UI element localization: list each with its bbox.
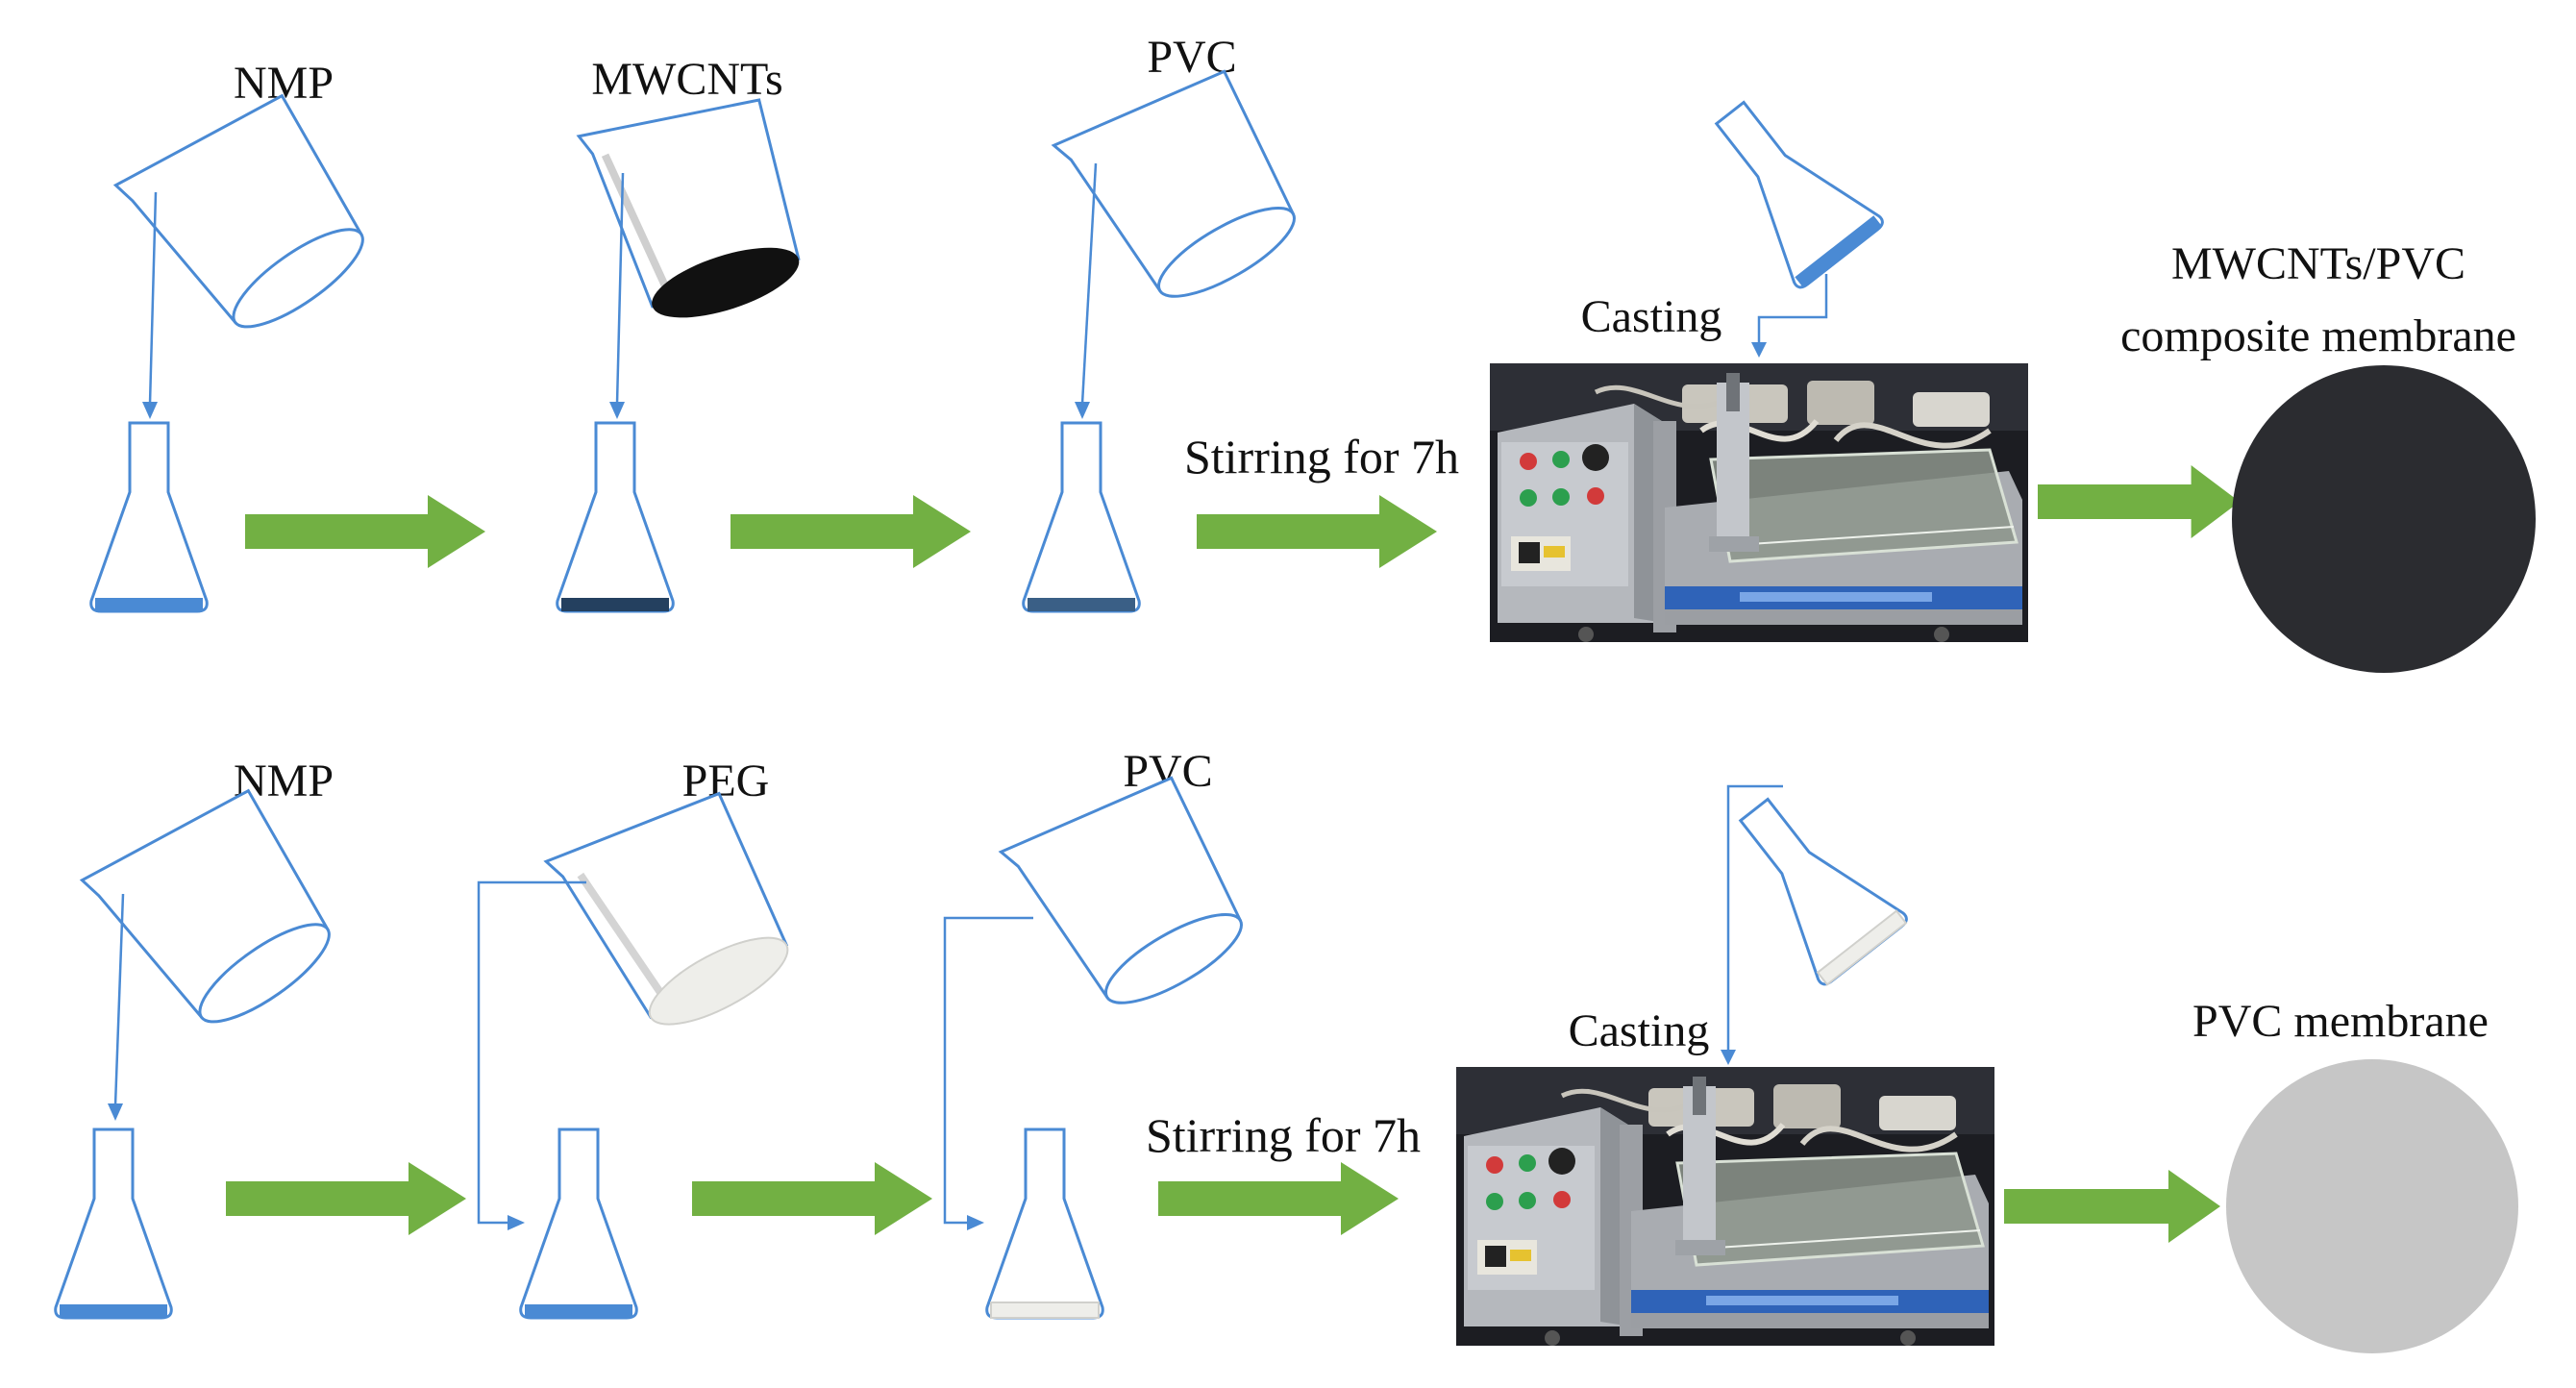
- pouring-beaker-icon: [79, 788, 331, 1024]
- stirring-label-2: Stirring for 7h: [1146, 1108, 1421, 1162]
- product-label-pvc-membrane: PVC membrane: [2192, 996, 2489, 1047]
- stirring-label: Stirring for 7h: [1184, 430, 1459, 483]
- casting-machine-photo: [1456, 1067, 1994, 1346]
- process-arrow: [1158, 1162, 1399, 1235]
- erlenmeyer-flask-icon: [1738, 797, 1908, 986]
- casting-machine-photo: [1490, 363, 2028, 642]
- erlenmeyer-flask-icon: [556, 421, 675, 613]
- process-arrow: [226, 1162, 466, 1235]
- pouring-beaker-icon: [543, 791, 789, 1026]
- pouring-beaker-icon: [576, 98, 801, 318]
- process-arrow: [1197, 495, 1437, 568]
- pouring-beaker-icon: [1051, 69, 1296, 298]
- reagent-label-peg: PEG: [682, 756, 770, 806]
- erlenmeyer-flask-icon: [1714, 100, 1884, 289]
- membrane-disc-light: [2226, 1059, 2518, 1353]
- casting-label: Casting: [1581, 291, 1722, 342]
- pouring-beaker-icon: [112, 93, 364, 329]
- product-label-line1: MWCNTs/PVC: [2171, 238, 2465, 289]
- erlenmeyer-flask-icon: [54, 1128, 173, 1320]
- process-arrow: [731, 495, 971, 568]
- erlenmeyer-flask-icon: [89, 421, 209, 613]
- process-arrow: [245, 495, 485, 568]
- casting-label-2: Casting: [1569, 1005, 1710, 1056]
- process-arrow: [2038, 465, 2240, 538]
- erlenmeyer-flask-icon: [519, 1128, 638, 1320]
- process-arrow: [692, 1162, 932, 1235]
- erlenmeyer-flask-icon: [985, 1128, 1104, 1320]
- product-label-line2: composite membrane: [2120, 310, 2516, 361]
- row-pvc: NMP PEG PVC: [54, 746, 2518, 1353]
- pouring-beaker-icon: [998, 776, 1243, 1004]
- erlenmeyer-flask-icon: [1022, 421, 1141, 613]
- reagent-label-mwcnts: MWCNTs: [591, 54, 782, 105]
- membrane-disc-dark: [2232, 365, 2536, 673]
- row-mwcnt-pvc: NMP MWCNTs PVC: [89, 32, 2536, 673]
- process-arrow: [2004, 1170, 2220, 1243]
